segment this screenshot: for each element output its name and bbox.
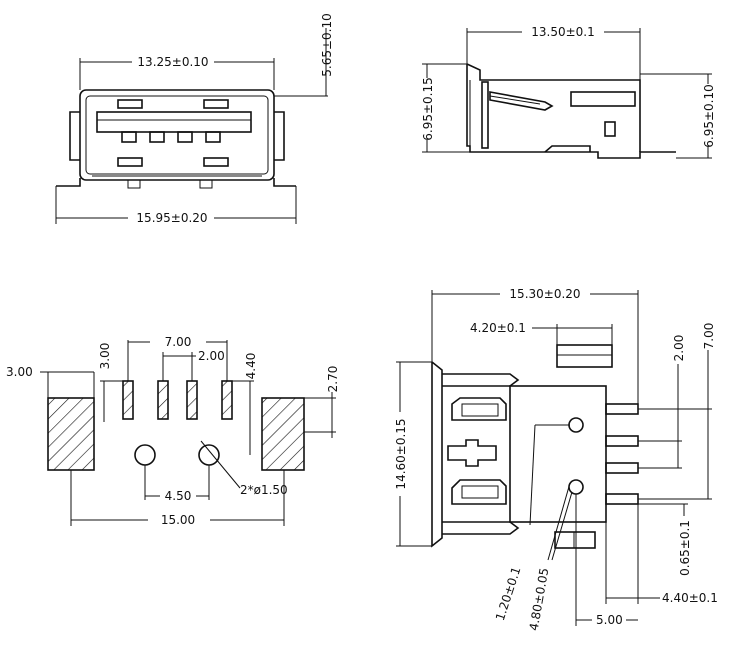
top-lead-4 — [605, 493, 639, 505]
front-tongue — [96, 111, 252, 133]
footprint-pin-1 — [122, 380, 134, 420]
top-hole-dim: 4.80±0.05 — [527, 567, 552, 632]
footprint-pad-left — [47, 397, 95, 471]
top-lead-dim: 4.40±0.1 — [662, 591, 718, 605]
top-upper-tab — [556, 344, 613, 368]
front-latch-lower-left — [117, 157, 143, 167]
footprint-pin-span-dim: 7.00 — [165, 335, 192, 349]
top-front-dim: 4.20±0.1 — [470, 321, 526, 335]
front-contact-4 — [205, 131, 221, 143]
top-span-dim: 7.00 — [702, 323, 716, 350]
front-width-dim: 13.25±0.10 — [137, 55, 208, 69]
front-latch-window-left — [117, 99, 143, 109]
top-offset-dim: 5.00 — [596, 613, 623, 627]
footprint-pad-right — [261, 397, 305, 471]
footprint-hole-left — [134, 444, 156, 466]
front-right-spring — [274, 111, 285, 161]
top-lower-tab — [554, 531, 596, 549]
front-overall-width-dim: 15.95±0.20 — [136, 211, 207, 225]
side-right-height-dim: 6.95±0.10 — [702, 84, 716, 148]
footprint-hole-right — [198, 444, 220, 466]
front-pin-stub-right — [199, 179, 213, 189]
front-right-leg — [273, 178, 296, 187]
footprint-pin-2 — [157, 380, 169, 420]
top-length-dim: 15.30±0.20 — [509, 287, 580, 301]
top-pin-width-dim: 0.65±0.1 — [678, 520, 692, 576]
top-post-lower — [568, 479, 584, 495]
top-front-edge — [431, 361, 443, 548]
top-spring-upper — [451, 397, 507, 421]
top-lead-2 — [605, 435, 639, 447]
top-lead-3 — [605, 462, 639, 474]
footprint-pin-4 — [221, 380, 233, 420]
footprint-overall-width-dim: 15.00 — [161, 513, 195, 527]
top-view: 15.30±0.20 4.20±0.1 2.00 7.00 14.60±0.15… — [394, 287, 718, 632]
front-latch-lower-right — [203, 157, 229, 167]
front-view: 13.25±0.10 5.65±0.10 15.95±0.20 — [55, 13, 334, 225]
footprint-hole-spacing-dim: 4.50 — [165, 489, 192, 503]
front-latch-window-right — [203, 99, 229, 109]
side-slot — [570, 91, 636, 107]
side-spring-finger — [489, 91, 554, 111]
footprint-pin-pitch-dim: 2.00 — [198, 349, 225, 363]
footprint-pin-offset-dim: 3.00 — [98, 343, 112, 370]
footprint-pin-length-dim: 4.40 — [244, 353, 258, 380]
footprint-hole-dim: 2*ø1.50 — [240, 483, 288, 497]
top-width-dim: 14.60±0.15 — [394, 418, 408, 489]
front-shell-inner — [85, 95, 269, 175]
top-post-dim: 1.20±0.1 — [493, 565, 524, 622]
side-depth-dim: 13.50±0.1 — [531, 25, 595, 39]
side-view: 13.50±0.1 6.95±0.15 6.95±0.10 — [421, 25, 716, 159]
top-body — [509, 385, 607, 523]
front-shell-outline — [79, 89, 275, 181]
side-top-outline — [466, 63, 641, 152]
side-tab — [544, 145, 591, 153]
top-lower-wall — [442, 521, 520, 535]
side-left-height-dim: 6.95±0.15 — [421, 77, 435, 141]
top-post-upper — [568, 417, 584, 433]
footprint-view: 3.00 3.00 7.00 2.00 4.40 2.70 4.50 2*ø1.… — [6, 335, 340, 527]
top-lead-1 — [605, 403, 639, 415]
side-window — [604, 121, 616, 137]
front-contact-1 — [121, 131, 137, 143]
front-left-leg — [56, 178, 81, 187]
front-left-spring — [69, 111, 80, 161]
side-body-outline — [466, 64, 676, 159]
top-upper-wall — [442, 373, 520, 387]
footprint-pad-height-dim: 2.70 — [326, 366, 340, 393]
side-front-wall — [481, 81, 489, 149]
front-contact-3 — [177, 131, 193, 143]
front-pin-stub-left — [127, 179, 141, 189]
footprint-pin-3 — [186, 380, 198, 420]
top-center-key — [447, 439, 497, 467]
front-contact-2 — [149, 131, 165, 143]
footprint-pad-width-dim: 3.00 — [6, 365, 33, 379]
top-pitch-dim: 2.00 — [672, 335, 686, 362]
front-height-dim: 5.65±0.10 — [320, 13, 334, 77]
top-spring-lower — [451, 479, 507, 505]
